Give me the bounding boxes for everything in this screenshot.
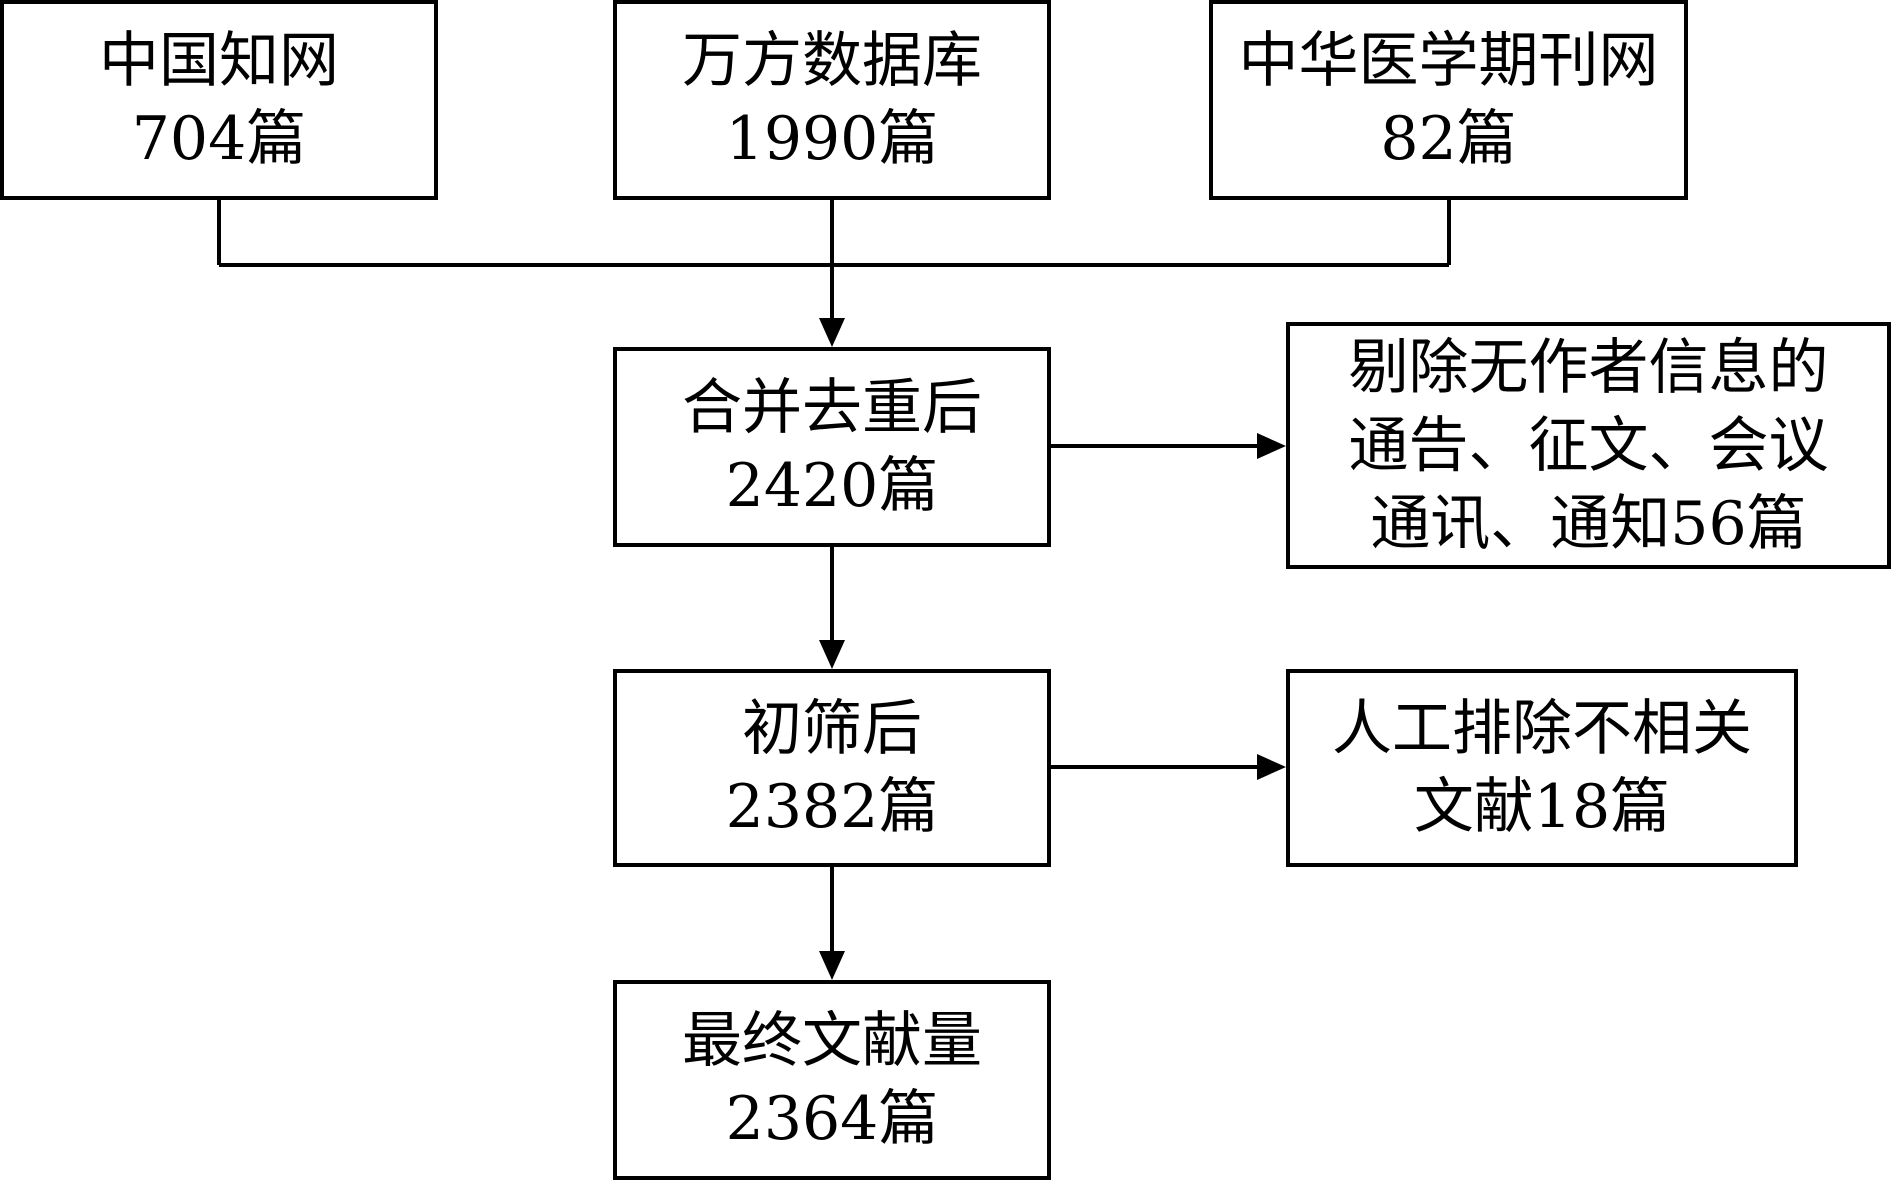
source-box-cnki: 中国知网 704篇 — [0, 0, 438, 200]
source-count: 704篇 — [131, 104, 307, 174]
merged-dedup-box: 合并去重后 2420篇 — [613, 347, 1051, 547]
arrowhead-to-screened — [819, 640, 845, 669]
merged-label: 合并去重后 — [682, 373, 982, 443]
source-count: 82篇 — [1380, 104, 1517, 174]
excluded-line: 剔除无作者信息的 — [1348, 332, 1829, 403]
source-name: 中国知网 — [99, 26, 339, 96]
final-label: 最终文献量 — [682, 1006, 982, 1076]
source-box-wanfang: 万方数据库 1990篇 — [613, 0, 1051, 200]
merged-count: 2420篇 — [725, 451, 939, 521]
screened-label: 初筛后 — [742, 694, 922, 764]
source-box-chinese-medical-journal: 中华医学期刊网 82篇 — [1209, 0, 1688, 200]
source-name: 万方数据库 — [682, 26, 982, 96]
arrowhead-to-merged — [819, 318, 845, 347]
screened-count: 2382篇 — [725, 772, 939, 842]
arrowhead-to-excluded-2 — [1257, 754, 1286, 780]
excluded-notices-box: 剔除无作者信息的 通告、征文、会议 通讯、通知56篇 — [1286, 322, 1891, 569]
excluded-line: 文献18篇 — [1413, 772, 1671, 842]
excluded-irrelevant-box: 人工排除不相关 文献18篇 — [1286, 669, 1798, 867]
source-name: 中华医学期刊网 — [1238, 26, 1659, 96]
excluded-line: 通告、征文、会议 — [1348, 410, 1829, 481]
arrowhead-to-excluded-1 — [1257, 433, 1286, 459]
arrowhead-to-final — [819, 951, 845, 980]
initial-screening-box: 初筛后 2382篇 — [613, 669, 1051, 867]
source-count: 1990篇 — [725, 104, 939, 174]
final-count-box: 最终文献量 2364篇 — [613, 980, 1051, 1180]
excluded-line: 通讯、通知56篇 — [1370, 488, 1807, 559]
excluded-line: 人工排除不相关 — [1332, 694, 1752, 764]
final-count: 2364篇 — [725, 1084, 939, 1154]
